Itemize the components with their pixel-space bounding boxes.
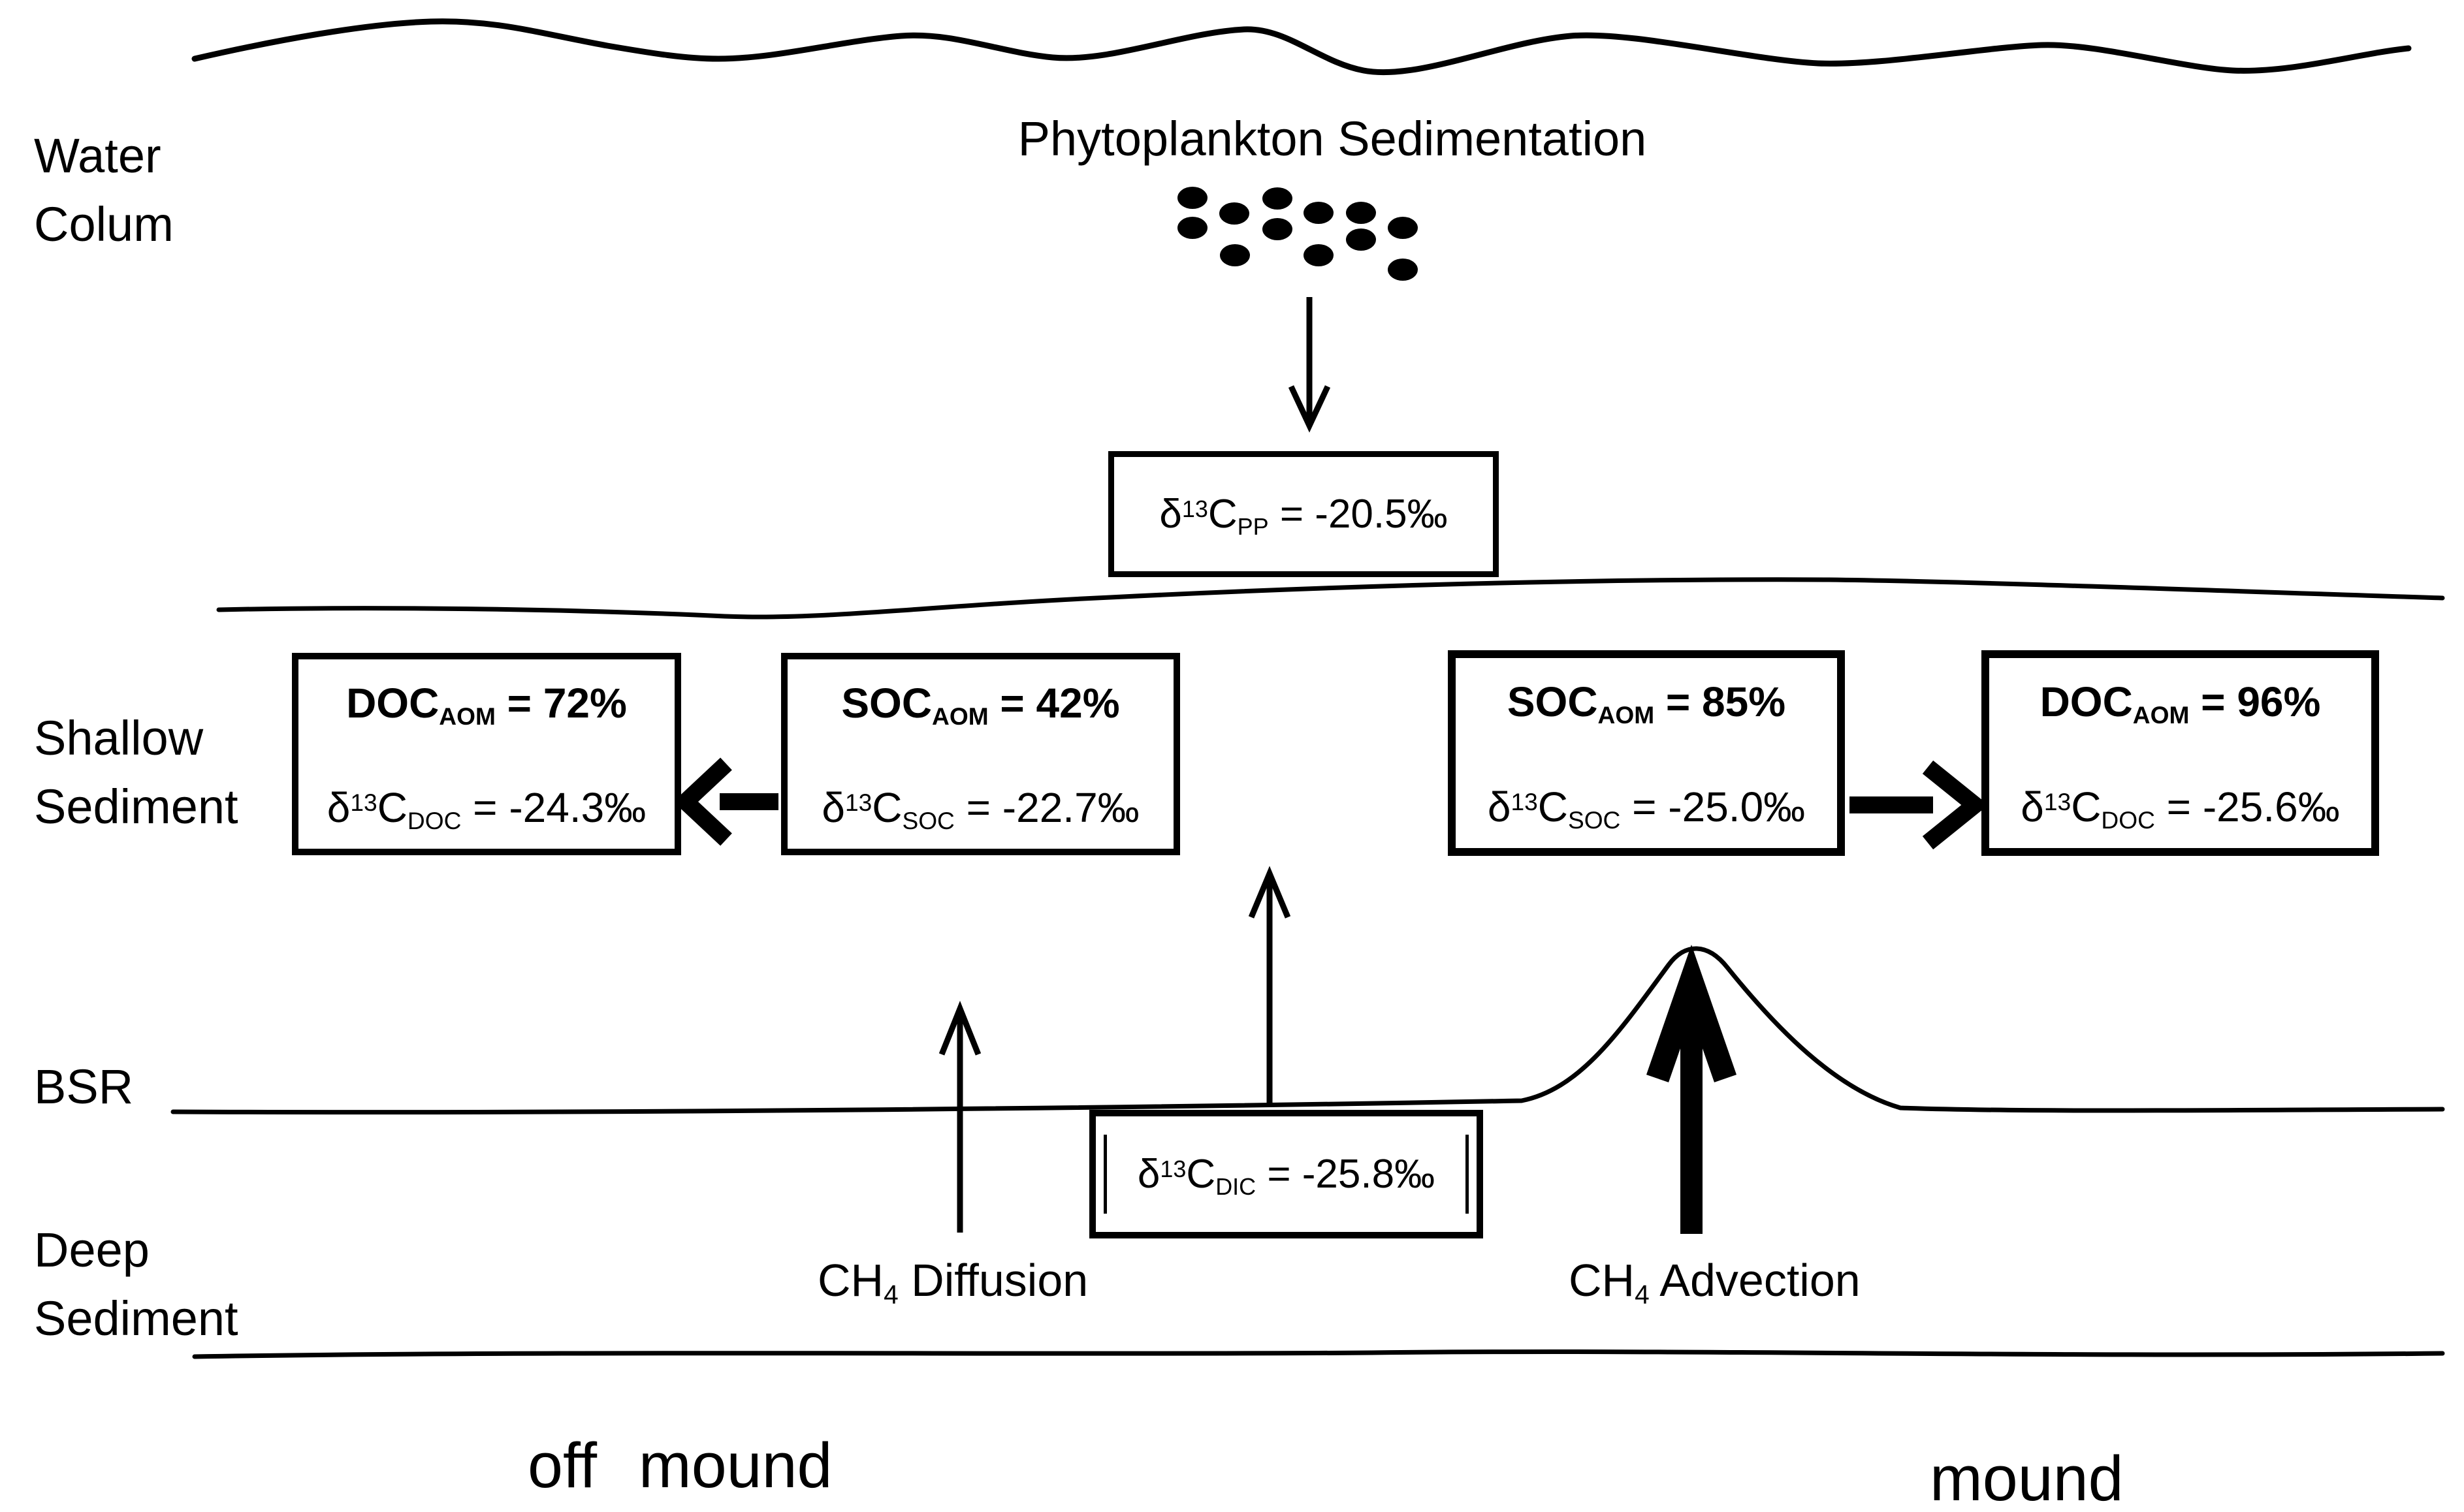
water-column-label: Water Colum <box>34 121 174 259</box>
phytoplankton-dots <box>1177 187 1418 281</box>
doc-mound-isotope: δ13CDOC = -25.6‰ <box>2021 783 2340 834</box>
water-column-label-line2: Colum <box>34 197 174 252</box>
ch4-advection-label: CH4 Advection <box>1569 1255 1861 1310</box>
ch4-diffusion-label: CH4 Diffusion <box>818 1255 1089 1310</box>
mound-label: mound <box>1930 1443 2124 1512</box>
sedimentation-arrow <box>1288 297 1331 433</box>
shallow-sediment-label: Shallow Sediment <box>34 704 238 841</box>
doc-off-mound-fraction: DOCAOM = 72% <box>346 680 627 731</box>
dic-isotope-formula: δ13CDIC = -25.8‰ <box>1137 1152 1435 1200</box>
doc-export-arrow-left <box>673 757 778 846</box>
off-mound-label: off mound <box>528 1430 833 1501</box>
dic-isotope-box: δ13CDIC = -25.8‰ <box>1089 1110 1483 1238</box>
dic-box-inner-rule-left <box>1104 1135 1107 1214</box>
diagram-title: Phytoplankton Sedimentation <box>1017 112 1647 166</box>
doc-mound-box: DOCAOM = 96% δ13CDOC = -25.6‰ <box>1981 650 2379 856</box>
soc-mound-isotope: δ13CSOC = -25.0‰ <box>1487 783 1806 834</box>
soc-mound-fraction: SOCAOM = 85% <box>1507 678 1786 729</box>
soc-off-mound-box: SOCAOM = 42% δ13CSOC = -22.7‰ <box>781 653 1180 855</box>
doc-off-mound-box: DOCAOM = 72% δ13CDOC = -24.3‰ <box>292 653 681 855</box>
doc-export-arrow-right <box>1849 760 1989 850</box>
seafloor-line <box>216 577 2445 620</box>
ch4-advection-arrow <box>1646 945 1737 1234</box>
deep-sediment-label: Deep Sediment <box>34 1216 238 1353</box>
shallow-sediment-label-line2: Sediment <box>34 780 238 834</box>
soc-off-mound-isotope: δ13CSOC = -22.7‰ <box>822 784 1140 835</box>
pp-isotope-box: δ13CPP = -20.5‰ <box>1108 451 1499 577</box>
dic-up-arrow <box>1248 866 1291 1103</box>
doc-mound-fraction: DOCAOM = 96% <box>2040 678 2321 729</box>
deep-sediment-label-line1: Deep <box>34 1223 150 1277</box>
dic-box-inner-rule-right <box>1465 1135 1469 1214</box>
deep-sediment-label-line2: Sediment <box>34 1291 238 1346</box>
ch4-diffusion-arrow <box>938 1000 982 1233</box>
bsr-line <box>170 946 2445 1115</box>
water-column-label-line1: Water <box>34 129 161 183</box>
shallow-sediment-label-line1: Shallow <box>34 711 204 765</box>
deep-sediment-base-line <box>192 1349 2445 1359</box>
soc-off-mound-fraction: SOCAOM = 42% <box>841 680 1120 731</box>
pp-isotope-formula: δ13CPP = -20.5‰ <box>1159 492 1448 540</box>
soc-mound-box: SOCAOM = 85% δ13CSOC = -25.0‰ <box>1448 650 1845 856</box>
sea-surface-line <box>191 18 2412 76</box>
bsr-label: BSR <box>34 1060 134 1114</box>
doc-off-mound-isotope: δ13CDOC = -24.3‰ <box>327 784 647 835</box>
